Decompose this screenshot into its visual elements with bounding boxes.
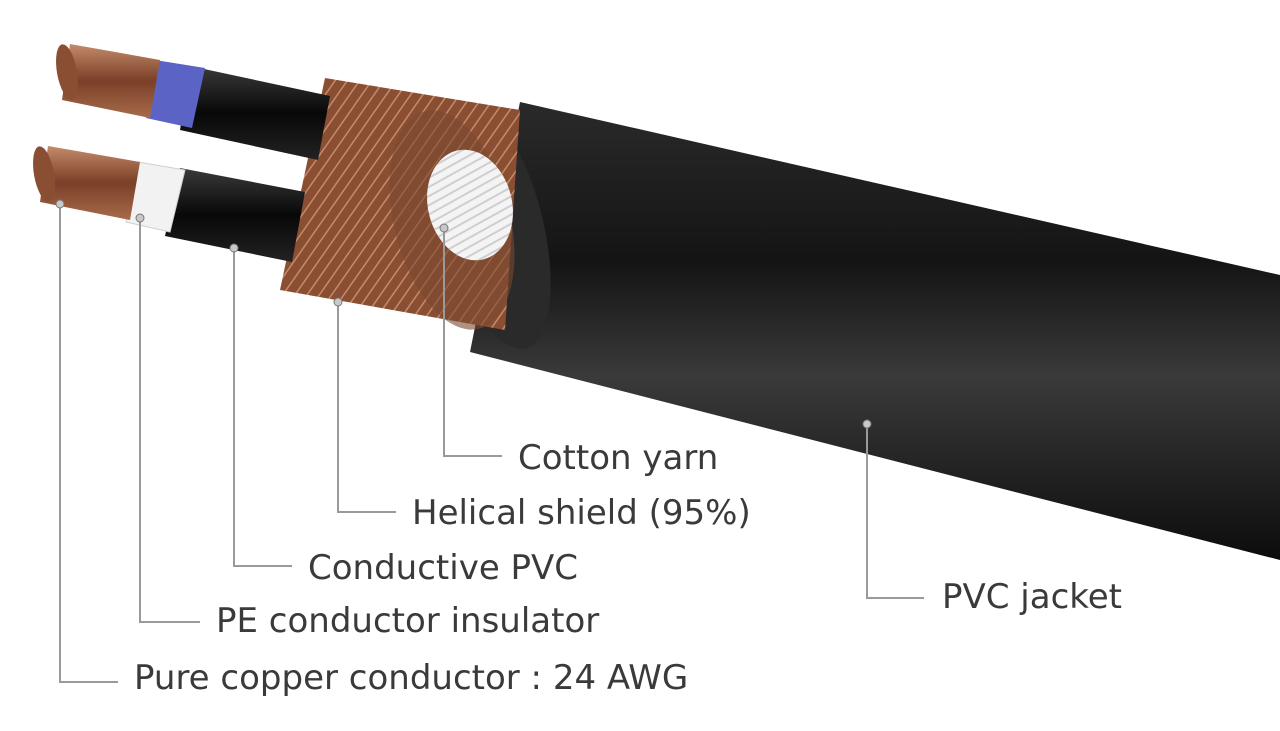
label-conductive-pvc: Conductive PVC	[308, 548, 579, 588]
lower-conductor-shape	[33, 146, 305, 262]
leader-pe-insulator	[139, 218, 200, 623]
leader-pvc-jacket	[866, 424, 924, 599]
label-pe-insulator: PE conductor insulator	[216, 601, 600, 641]
leader-conductive-pvc	[233, 248, 292, 567]
label-pvc-jacket: PVC jacket	[942, 577, 1123, 617]
cotton-yarn-shape	[427, 149, 513, 261]
upper-conductor-shape	[56, 44, 330, 160]
pvc-jacket-shape	[439, 102, 1280, 560]
leader-dots	[55, 199, 872, 429]
label-helical-shield: Helical shield (95%)	[412, 493, 751, 533]
leader-helical-shield	[337, 302, 396, 513]
leader-copper-conductor	[59, 204, 118, 683]
leader-cotton-yarn	[443, 228, 502, 457]
label-cotton-yarn: Cotton yarn	[518, 438, 719, 478]
leader-lines	[59, 204, 924, 683]
label-copper-conductor: Pure copper conductor : 24 AWG	[134, 658, 689, 698]
